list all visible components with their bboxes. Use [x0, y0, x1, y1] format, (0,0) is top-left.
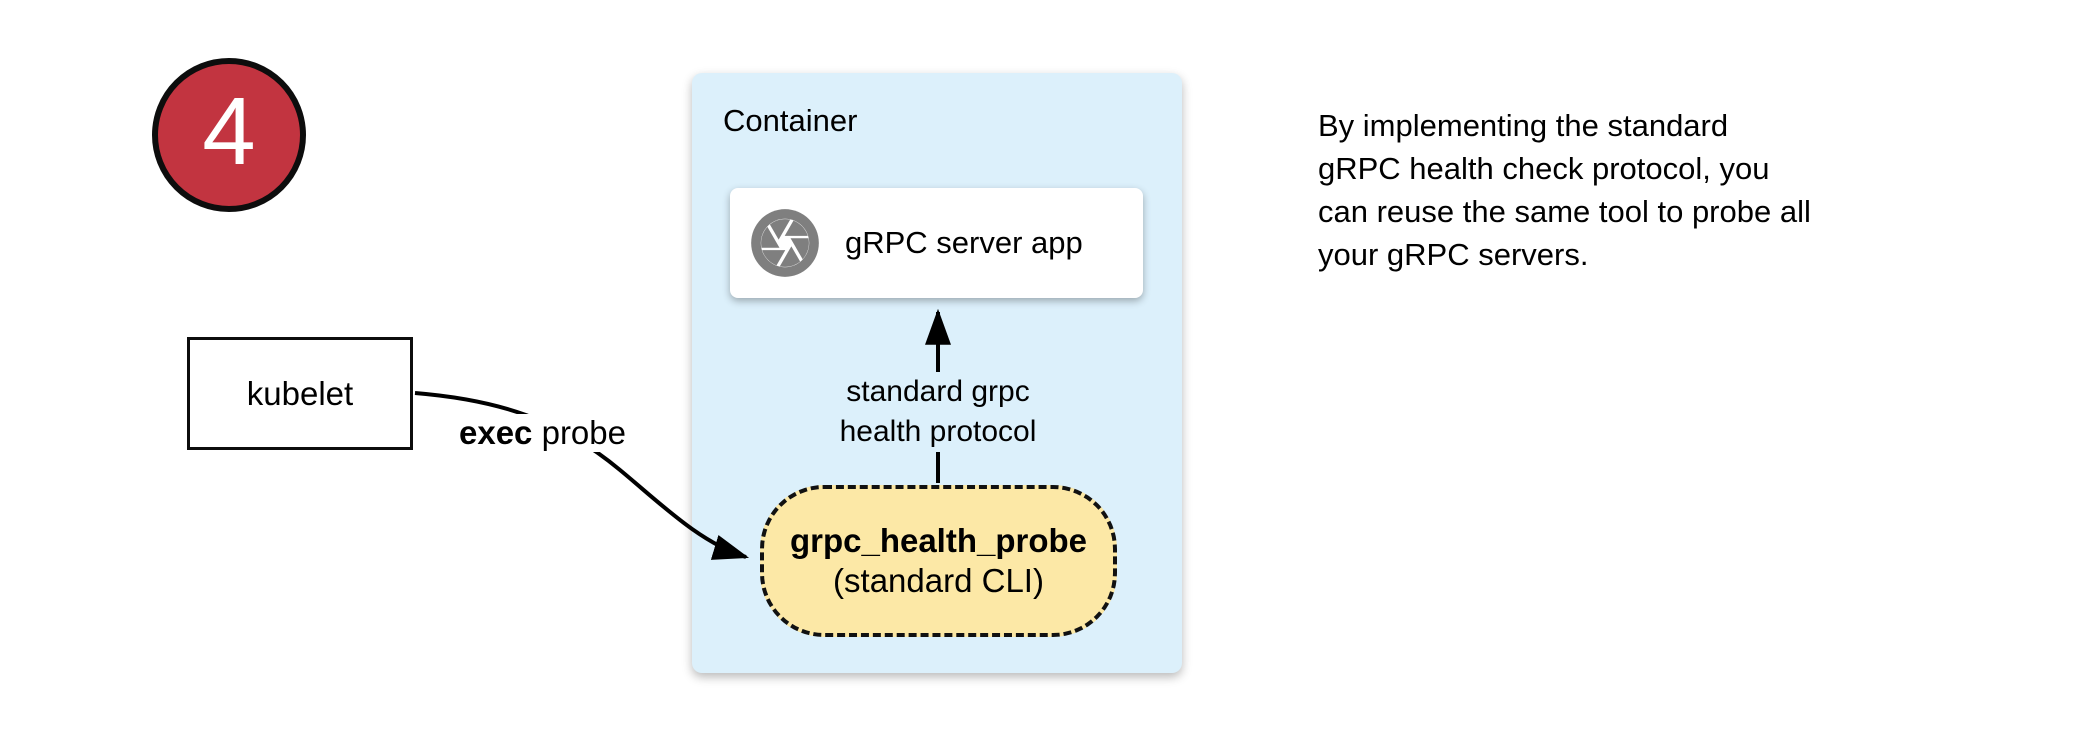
health-protocol-arrow-label: standard grpc health protocol [829, 372, 1047, 452]
note-line: By implementing the standard [1318, 108, 1729, 143]
grpc-server-app-label: gRPC server app [845, 225, 1083, 260]
aperture-icon [751, 209, 819, 277]
exec-probe-label-bold: exec [459, 414, 533, 451]
container-node: Container gRPC server app grpc_health_pr… [692, 73, 1182, 673]
exec-probe-label-rest: probe [532, 414, 626, 451]
grpc-health-probe-name: grpc_health_probe [789, 522, 1088, 559]
container-label: Container [723, 103, 858, 138]
grpc-health-probe-node: grpc_health_probe (standard CLI) [760, 485, 1117, 637]
exec-probe-arrow-label: exec probe [455, 414, 630, 452]
health-protocol-label-line1: standard grpc [846, 375, 1030, 408]
step-number: 4 [202, 78, 256, 185]
note-paragraph: By implementing the standard gRPC health… [1318, 104, 1811, 276]
note-line: gRPC health check protocol, you [1318, 151, 1770, 186]
health-protocol-label-line2: health protocol [839, 415, 1037, 448]
step-badge: 4 [152, 58, 306, 212]
grpc-health-probe-subtitle: (standard CLI) [833, 562, 1044, 599]
note-line: your gRPC servers. [1318, 237, 1589, 272]
kubelet-label: kubelet [246, 374, 354, 412]
grpc-server-app-node: gRPC server app [730, 188, 1143, 298]
note-line: can reuse the same tool to probe all [1318, 194, 1811, 229]
kubelet-node: kubelet [187, 337, 413, 450]
